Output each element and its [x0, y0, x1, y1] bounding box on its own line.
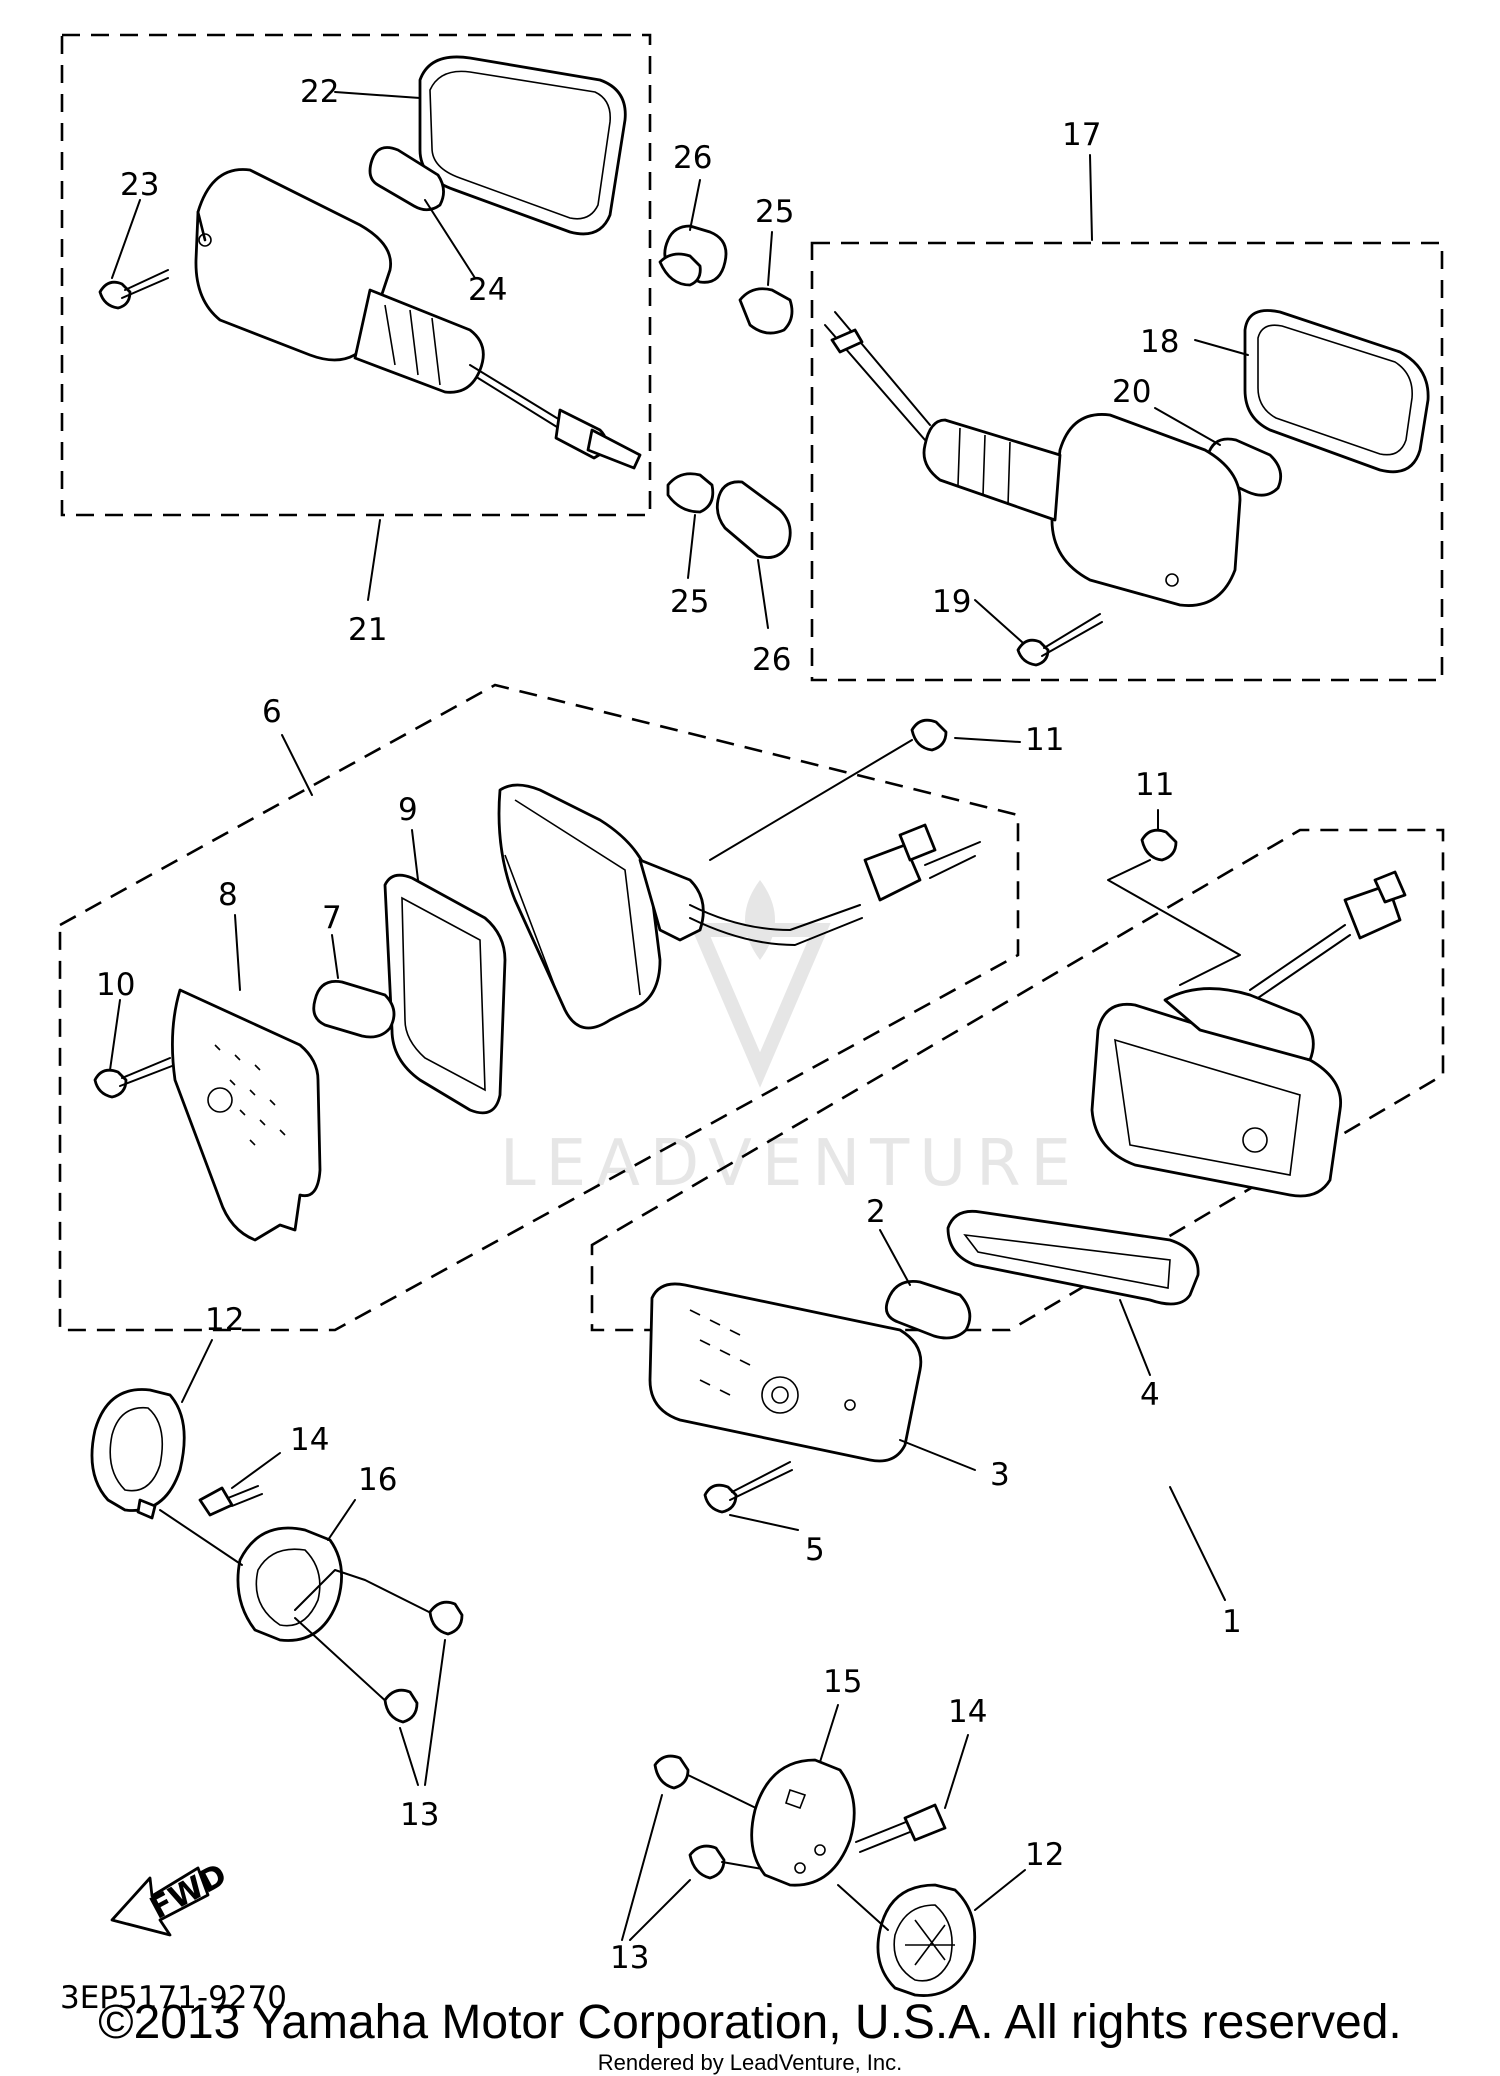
callout-26-top: 26 — [673, 140, 712, 176]
callout-15: 15 — [823, 1664, 862, 1700]
callout-7: 7 — [322, 900, 342, 936]
callout-6: 6 — [262, 694, 282, 730]
callout-26-bottom: 26 — [752, 642, 791, 678]
callout-5: 5 — [805, 1532, 825, 1568]
callout-2: 2 — [866, 1194, 886, 1230]
screw-11-left — [910, 718, 948, 752]
bracket-16 — [236, 1526, 343, 1642]
lens-3 — [648, 1282, 923, 1463]
callout-24: 24 — [468, 272, 507, 308]
bulb-24 — [368, 146, 445, 212]
bulb-7 — [312, 980, 396, 1039]
callout-23: 23 — [120, 167, 159, 203]
bolt-14-left — [198, 1486, 234, 1517]
reflector-12-left — [90, 1388, 186, 1512]
reflector-group-right: 13 15 14 12 — [610, 1664, 1064, 1997]
diagram-code: 3EP5171-9270 — [60, 1980, 287, 2016]
nut-13-left-b — [383, 1688, 419, 1724]
assembly-17-rear-right-flasher: 17 18 20 19 — [810, 117, 1444, 682]
nut-25-top — [738, 287, 794, 335]
callout-9: 9 — [398, 792, 418, 828]
assembly-6-rear-left-flasher: 6 11 9 7 8 10 — [58, 683, 1064, 1332]
gasket-9 — [383, 873, 507, 1115]
fwd-label: FWD — [144, 1857, 233, 1927]
nut-25-bottom — [666, 472, 715, 514]
housing-6 — [497, 783, 662, 1030]
lens-8 — [171, 988, 322, 1242]
assembly-1-boundary — [590, 828, 1445, 1332]
screw-19 — [1016, 638, 1050, 667]
callout-12-left: 12 — [205, 1302, 244, 1338]
lens-22 — [418, 55, 627, 236]
render-credit: Rendered by LeadVenture, Inc. — [597, 2050, 903, 2075]
callout-4: 4 — [1140, 1377, 1160, 1413]
reflector-12-right — [876, 1883, 977, 1997]
callout-1: 1 — [1222, 1604, 1242, 1640]
bracket-15 — [750, 1758, 856, 1887]
callout-25-bottom: 25 — [670, 584, 709, 620]
callout-21: 21 — [348, 612, 387, 648]
callout-18: 18 — [1140, 324, 1179, 360]
callout-20: 20 — [1112, 374, 1151, 410]
fwd-direction-arrow: FWD — [110, 1857, 233, 1937]
callout-13-left: 13 — [400, 1797, 439, 1833]
nut-13-right-b — [688, 1844, 726, 1880]
callout-16: 16 — [358, 1462, 397, 1498]
assembly-6-boundary — [58, 683, 1020, 1332]
leadventure-watermark: LEADVENTURE — [500, 880, 1081, 1201]
screw-11-right — [1140, 828, 1178, 862]
callout-19: 19 — [932, 584, 971, 620]
assembly-17-boundary — [810, 241, 1444, 682]
callout-3: 3 — [990, 1457, 1010, 1493]
assembly-21-front-left-flasher: 22 23 24 21 — [60, 33, 652, 648]
screw-5 — [703, 1483, 738, 1514]
lens-18 — [1243, 309, 1430, 474]
callout-11-left: 11 — [1025, 722, 1064, 758]
assembly-1-front-right-flasher: 1 11 4 2 3 5 — [590, 767, 1445, 1640]
assembly-21-boundary — [60, 33, 652, 517]
connector-6 — [863, 843, 922, 902]
flasher-housing-17 — [1050, 413, 1242, 607]
nut-13-right-a — [653, 1754, 690, 1790]
callout-11-right: 11 — [1135, 767, 1174, 803]
grommets-25-26: 26 25 25 26 — [658, 140, 794, 678]
callout-13-right: 13 — [610, 1940, 649, 1976]
copyright-notice: ©2013 Yamaha Motor Corporation, U.S.A. A… — [98, 1996, 1402, 2049]
nut-13-left-a — [428, 1600, 464, 1636]
callout-10: 10 — [96, 967, 135, 1003]
callout-14-left: 14 — [290, 1422, 329, 1458]
watermark-text: LEADVENTURE — [500, 1127, 1081, 1201]
reflector-group-left: 12 14 16 13 — [90, 1302, 464, 1833]
bolt-14-right — [903, 1803, 947, 1842]
callout-22: 22 — [300, 74, 339, 110]
screw-23 — [98, 280, 132, 310]
callout-14-right: 14 — [948, 1694, 987, 1730]
callout-17: 17 — [1062, 117, 1101, 153]
callout-12-right: 12 — [1025, 1837, 1064, 1873]
callout-25-top: 25 — [755, 194, 794, 230]
callout-8: 8 — [218, 877, 238, 913]
gasket-4 — [946, 1209, 1200, 1306]
screw-10 — [93, 1068, 128, 1099]
grommet-26-bottom — [715, 480, 792, 559]
